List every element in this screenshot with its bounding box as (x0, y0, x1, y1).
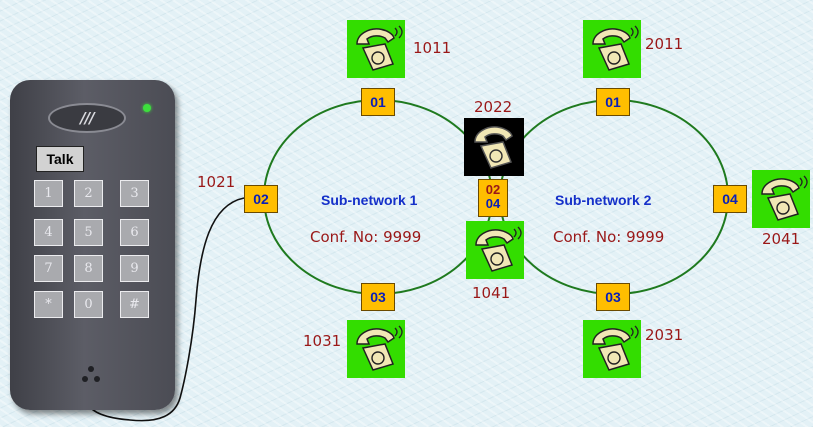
keypad-device: /// Talk 1 2 3 4 5 6 7 8 9 * 0 # (10, 80, 175, 410)
extension-label-1011: 1011 (413, 39, 452, 57)
microphone-hole (88, 366, 94, 372)
key-3[interactable]: 3 (120, 180, 149, 207)
key-7[interactable]: 7 (34, 255, 63, 282)
key-hash[interactable]: # (120, 291, 149, 318)
key-8[interactable]: 8 (74, 255, 103, 282)
extension-label-2041: 2041 (762, 230, 801, 248)
keypad-cable (87, 197, 245, 422)
telephone-icon (356, 325, 403, 371)
extension-label-1031: 1031 (303, 332, 342, 350)
extension-label-1041: 1041 (472, 284, 511, 302)
status-led (143, 104, 151, 112)
phone-2031[interactable] (583, 320, 641, 378)
phone-1031[interactable] (347, 320, 405, 378)
microphone-hole (82, 376, 88, 382)
subnetwork-1-title: Sub-network 1 (321, 192, 418, 208)
speaker-grille: /// (48, 103, 126, 133)
microphone-hole (94, 376, 100, 382)
key-9[interactable]: 9 (120, 255, 149, 282)
port-subnet1-02[interactable]: 02 (244, 185, 278, 213)
subnetwork-2-title: Sub-network 2 (555, 192, 652, 208)
subnetwork-2-conference-number: Conf. No: 9999 (553, 228, 665, 246)
phone-1041[interactable] (466, 221, 524, 279)
port-subnet2-03[interactable]: 03 (596, 283, 630, 311)
key-6[interactable]: 6 (120, 219, 149, 246)
key-1[interactable]: 1 (34, 180, 63, 207)
key-2[interactable]: 2 (74, 180, 103, 207)
extension-label-1021: 1021 (197, 173, 236, 191)
key-4[interactable]: 4 (34, 219, 63, 246)
port-subnet2-01[interactable]: 01 (596, 88, 630, 116)
telephone-icon (592, 25, 639, 71)
key-star[interactable]: * (34, 291, 63, 318)
phone-1011[interactable] (347, 20, 405, 78)
phone-2041[interactable] (752, 170, 810, 228)
shared-port-box[interactable]: 02 04 (478, 179, 508, 217)
telephone-icon (761, 175, 808, 221)
key-0[interactable]: 0 (74, 291, 103, 318)
talk-button[interactable]: Talk (36, 146, 84, 172)
telephone-icon (592, 325, 639, 371)
phone-2022[interactable] (464, 118, 524, 176)
shared-port-02: 02 (485, 182, 501, 197)
telephone-icon (356, 25, 403, 71)
telephone-hub-icon (474, 126, 513, 169)
shared-port-04: 04 (485, 196, 501, 211)
phone-2011[interactable] (583, 20, 641, 78)
extension-label-2011: 2011 (645, 35, 684, 53)
key-5[interactable]: 5 (74, 219, 103, 246)
telephone-icon (475, 226, 522, 272)
port-subnet1-01[interactable]: 01 (361, 88, 395, 116)
port-subnet2-04[interactable]: 04 (713, 185, 747, 213)
subnetwork-1-conference-number: Conf. No: 9999 (310, 228, 422, 246)
extension-label-2022: 2022 (474, 98, 513, 116)
extension-label-2031: 2031 (645, 326, 684, 344)
port-subnet1-03[interactable]: 03 (361, 283, 395, 311)
